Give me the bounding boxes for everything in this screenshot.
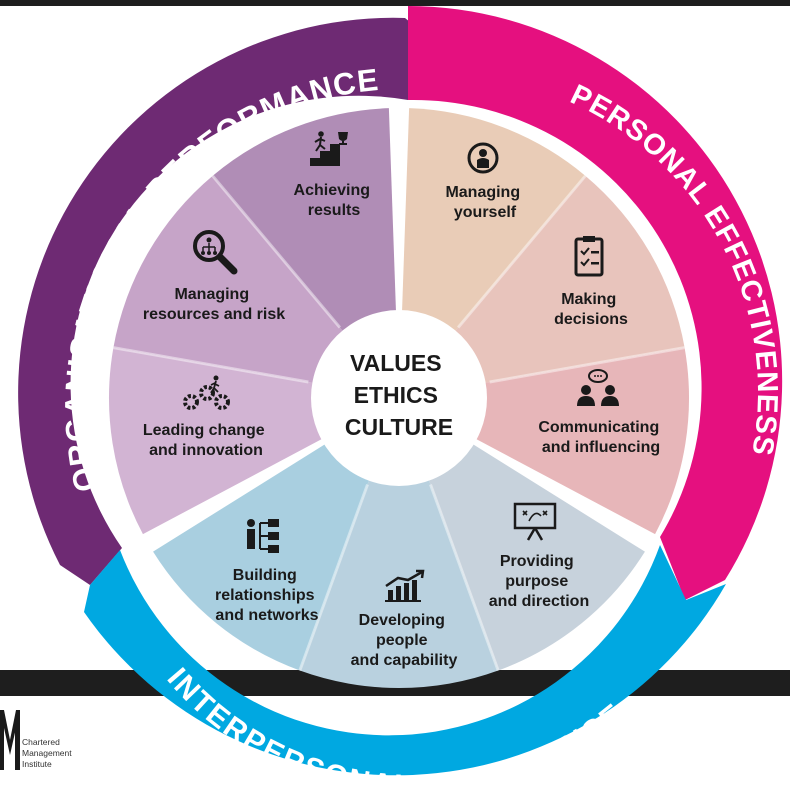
segment-dividers [113,174,685,672]
segment-label-leading-change: Leading change and innovation [143,422,269,459]
segment-divider-2 [489,346,685,384]
segment-divider-6 [211,174,342,329]
center-values-text: VALUES ETHICS CULTURE [345,350,453,440]
communicating-line1: Communicating [538,419,659,436]
segment-label-communicating: Communicating and influencing [538,419,663,456]
building-relationships-line1: Building [233,567,297,584]
center-line-ethics: ETHICS [354,382,438,408]
developing-people-line1: Developing [359,612,445,629]
segment-icons [183,131,619,602]
making-decisions-line2: decisions [554,311,628,328]
org-network-icon [247,519,279,553]
achieving-results-line1: Achieving [294,182,370,199]
center-circle [311,310,487,486]
wedge-developing-people [299,398,499,688]
person-circle-icon [467,142,499,174]
developing-people-line2: people [376,632,428,649]
cmi-logo-line3: Institute [22,759,52,769]
leading-change-line1: Leading change [143,422,265,439]
segment-divider-4 [298,483,369,672]
segment-label-making-decisions: Making decisions [554,291,628,328]
segment-label-developing-people: Developing people and capability [351,612,458,669]
segment-label-providing-purpose: Providing purpose and direction [489,553,589,610]
wedge-making-decisions [399,175,685,398]
leading-change-line2: and innovation [149,442,263,459]
segment-label-managing-yourself: Managing yourself [445,184,524,221]
providing-purpose-line3: and direction [489,593,589,610]
people-speech-icon [577,369,619,406]
managing-resources-line2: resources and risk [143,306,285,323]
gears-runner-icon [183,375,230,410]
segment-divider-1 [456,174,587,329]
cmi-logo-mark [0,710,20,770]
organisational-band [18,17,442,585]
cmi-logo-bar [15,726,17,770]
segment-divider-3 [429,483,500,672]
growth-chart-icon [385,569,425,602]
developing-people-line3: and capability [351,652,458,669]
achieving-results-line2: results [308,202,361,219]
top-dark-band [0,0,790,6]
wedge-providing-purpose [399,398,645,671]
building-relationships-line2: relationships [215,587,315,604]
segment-label-building-relationships: Building relationships and networks [215,567,319,624]
managing-yourself-line1: Managing [445,184,520,201]
stairs-trophy-icon [310,131,348,166]
building-relationships-line3: and networks [215,607,318,624]
magnifier-org-icon [193,230,238,275]
center-line-values: VALUES [350,350,442,376]
presentation-board-icon [513,502,557,541]
providing-purpose-line2: purpose [505,573,568,590]
cmi-logo-line1: Chartered [22,737,60,747]
communicating-line2: and influencing [542,439,660,456]
segment-label-achieving-results: Achieving results [294,182,375,219]
personal-effectiveness-band [408,6,783,600]
managing-resources-line1: Managing [174,286,249,303]
center-line-culture: CULTURE [345,414,453,440]
segment-label-managing-resources: Managing resources and risk [143,286,285,323]
clipboard-checklist-icon [574,236,604,277]
cmi-logo-text: Chartered Management Institute [22,737,74,769]
providing-purpose-line1: Providing [500,553,574,570]
cmi-logo-line2: Management [22,748,72,758]
managing-yourself-line2: yourself [454,204,517,221]
making-decisions-line1: Making [561,291,616,308]
segment-divider-5 [113,346,309,384]
cmi-logo: Chartered Management Institute [0,710,74,770]
segment-labels: Managing yourself Making decisions Commu… [143,182,663,669]
interpersonal-band [84,545,726,776]
wedge-managing-resources [113,175,399,398]
